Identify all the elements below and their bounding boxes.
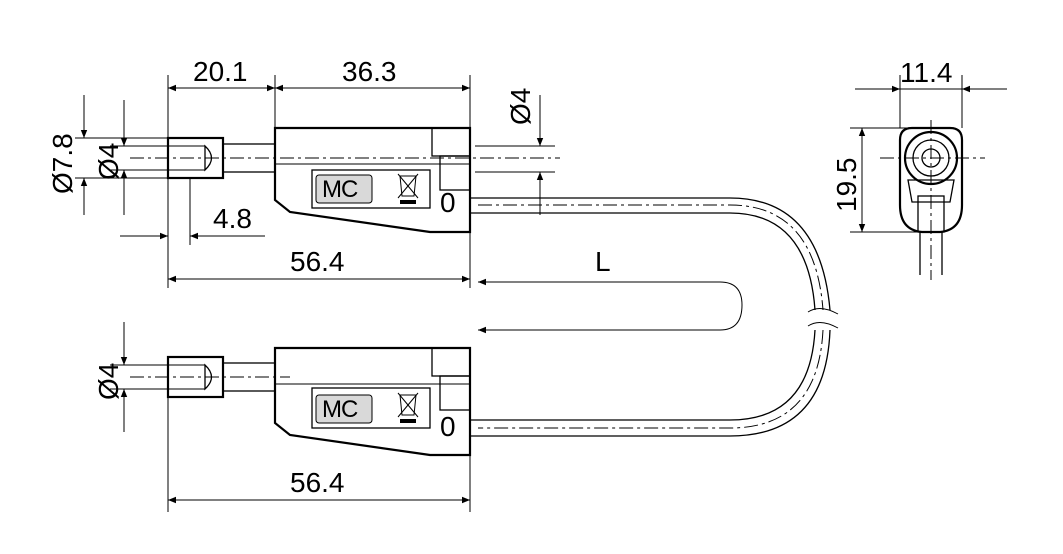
top-socket-knurl bbox=[431, 127, 471, 157]
dim-11-4: 11.4 bbox=[900, 57, 952, 88]
top-plug-assembly: MC 0 bbox=[166, 126, 730, 234]
top-pin-tip bbox=[204, 144, 213, 172]
top-zero-mark: 0 bbox=[440, 187, 456, 218]
bottom-logo-text: MC bbox=[322, 396, 358, 423]
dim-dia7-8: Ø7.8 bbox=[47, 133, 78, 194]
dim-L: L bbox=[595, 246, 611, 277]
bottom-socket-knurl bbox=[431, 347, 471, 377]
length-L-dimension bbox=[478, 278, 743, 334]
dim-dia4-top: Ø4 bbox=[505, 88, 536, 125]
dim-56-4-bottom: 56.4 bbox=[290, 467, 345, 498]
dim-36-3: 36.3 bbox=[342, 56, 397, 87]
side-view-body bbox=[898, 126, 964, 234]
top-logo-badge bbox=[315, 174, 373, 204]
dim-dia4-left: Ø4 bbox=[93, 143, 124, 180]
bottom-plug-assembly: MC 0 bbox=[166, 346, 472, 457]
top-weee-icon bbox=[397, 173, 419, 204]
bottom-logo-badge bbox=[315, 394, 373, 424]
top-logo-box bbox=[311, 169, 431, 209]
dim-19-5: 19.5 bbox=[831, 158, 862, 213]
bottom-pin-tip bbox=[204, 363, 213, 391]
bottom-logo-box bbox=[311, 387, 431, 429]
cable-loop bbox=[470, 197, 839, 437]
dim-20-1: 20.1 bbox=[193, 56, 248, 87]
dimensions-top: 20.1 36.3 56.4 L 4.8 Ø4 Ø7.8 Ø4 bbox=[47, 56, 611, 288]
dimensions-bottom: 56.4 Ø4 bbox=[93, 322, 471, 512]
side-view: 11.4 19.5 bbox=[831, 57, 1007, 280]
dim-dia4-bottom: Ø4 bbox=[93, 363, 124, 400]
bottom-weee-icon bbox=[397, 392, 419, 423]
dim-56-4-top: 56.4 bbox=[290, 246, 345, 277]
bottom-zero-mark: 0 bbox=[440, 411, 456, 442]
dim-4-8: 4.8 bbox=[213, 203, 252, 234]
top-logo-text: MC bbox=[322, 176, 358, 203]
